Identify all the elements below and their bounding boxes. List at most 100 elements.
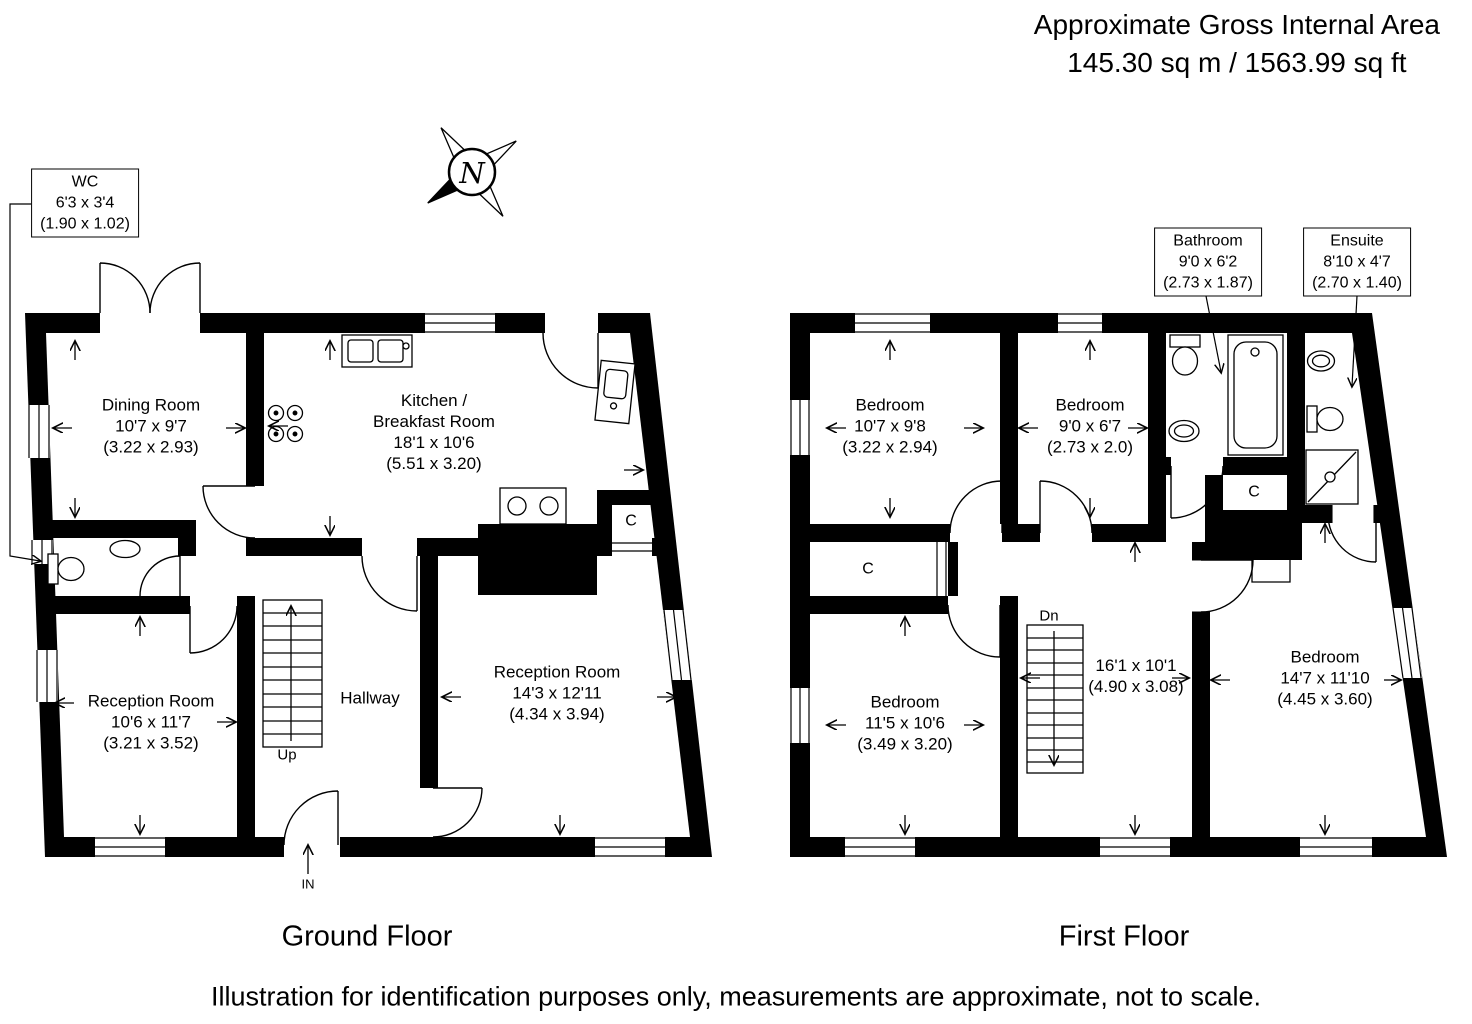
bathroom-imperial: 9'0 x 6'2 — [1178, 253, 1238, 271]
bathtub — [1227, 334, 1284, 456]
ground-fixtures — [47, 334, 636, 585]
window-bedroom-tm-top — [1058, 313, 1102, 333]
wc-name: WC — [71, 173, 99, 191]
ensuite-metric: (2.70 x 1.40) — [1312, 274, 1402, 292]
ground-doors — [99, 262, 652, 846]
reception-left-door — [189, 605, 238, 654]
hob-burners — [267, 404, 304, 443]
first-stairs — [1026, 624, 1084, 774]
closet-label-ground: C — [625, 512, 637, 530]
ground-internal-walls — [40, 333, 670, 837]
ground-outer-walls — [25, 313, 712, 857]
ground-floor-plan — [9, 203, 712, 874]
bedroom-tm-door — [1039, 480, 1093, 534]
wc-toilet — [47, 553, 85, 585]
area-value: 145.30 sq m / 1563.99 sq ft — [1067, 47, 1407, 78]
window-first-right-slant — [1392, 607, 1422, 679]
bathroom-name: Bathroom — [1173, 232, 1243, 250]
bedroom-bl-door — [947, 604, 1001, 658]
window-reception-left — [36, 650, 58, 702]
reception-right-door — [432, 787, 483, 838]
window-right-slant — [663, 609, 692, 681]
closet-label-left: C — [862, 560, 874, 578]
first-floor-title: First Floor — [1058, 920, 1190, 953]
room-label-reception-right: Reception Room 14'3 x 12'11 (4.34 x 3.94… — [493, 662, 621, 724]
french-door-right — [149, 262, 201, 314]
french-door-opening — [100, 313, 200, 333]
compass-rose: N — [427, 127, 517, 217]
compass-north-label: N — [458, 156, 486, 190]
gross-internal-area: Approximate Gross Internal Area 145.30 s… — [1034, 6, 1440, 82]
fireplace-recess — [1251, 560, 1291, 583]
room-label-bedroom-tl: Bedroom 10'7 x 9'8 (3.22 x 2.94) — [842, 395, 938, 457]
bathroom-metric: (2.73 x 1.87) — [1163, 274, 1253, 292]
window-bedroom-tl-left — [790, 400, 810, 455]
first-doors — [936, 465, 1377, 658]
ensuite-toilet — [1306, 405, 1344, 433]
bedroom-tl-door — [949, 480, 1003, 534]
bathroom-door — [1170, 465, 1224, 519]
room-label-bedroom-r: Bedroom 14'7 x 11'10 (4.45 x 3.60) — [1277, 647, 1373, 709]
bathroom-callout: Bathroom 9'0 x 6'2 (2.73 x 1.87) — [1154, 227, 1262, 297]
closet-left-door — [936, 542, 947, 596]
stairs-down-label: Dn — [1039, 607, 1059, 625]
ground-floor-title: Ground Floor — [281, 920, 453, 953]
bathroom-basin — [1168, 419, 1200, 443]
area-title: Approximate Gross Internal Area — [1033, 9, 1440, 40]
wc-door — [139, 555, 181, 597]
wc-metric: (1.90 x 1.02) — [40, 215, 130, 233]
wc-basin — [109, 539, 141, 559]
disclaimer-text: Illustration for identification purposes… — [210, 981, 1262, 1012]
room-label-bedroom-tm: Bedroom 9'0 x 6'7 (2.73 x 2.0) — [1047, 395, 1133, 457]
kitchen-sink-unit — [341, 334, 413, 368]
window-bottom-left — [95, 837, 165, 857]
ensuite-shower — [1305, 449, 1359, 505]
kitchen-door — [361, 555, 418, 612]
window-landing-bottom — [1100, 837, 1170, 857]
window-bedroom-tl-top — [855, 313, 930, 333]
first-floor-plan — [790, 295, 1447, 857]
cooker-in-chimney — [499, 487, 567, 525]
chimney-breast — [478, 524, 597, 595]
ensuite-imperial: 8'10 x 4'7 — [1323, 253, 1391, 271]
room-label-landing: 16'1 x 10'1 (4.90 x 3.08) — [1088, 656, 1184, 696]
stairs-up-label: Up — [277, 746, 297, 764]
first-windows — [790, 313, 1422, 857]
wc-imperial: 6'3 x 3'4 — [55, 194, 115, 212]
window-kitchen-top — [425, 313, 495, 333]
wc-callout-leader — [9, 203, 40, 561]
closet-label-bathroom: C — [1248, 483, 1260, 501]
ensuite-name: Ensuite — [1330, 232, 1384, 250]
first-fixtures — [1168, 334, 1359, 505]
first-internal-walls — [810, 333, 1390, 837]
front-door-opening — [284, 837, 340, 857]
chimney-breast-first — [1238, 510, 1302, 560]
room-label-dining: Dining Room 10'7 x 9'7 (3.22 x 2.93) — [101, 395, 201, 457]
ensuite-basin — [1306, 350, 1336, 372]
first-measure-arrows — [828, 342, 1400, 833]
room-label-hallway: Hallway — [340, 688, 400, 708]
front-door — [283, 790, 339, 846]
bathroom-callout-leader — [1205, 295, 1221, 372]
window-bedroom-bl-left — [790, 688, 810, 743]
kitchen-side-door — [542, 332, 599, 389]
ground-stairs — [262, 599, 323, 748]
closet-door-ground — [612, 542, 652, 552]
bathroom-toilet — [1169, 334, 1201, 376]
dining-door — [202, 485, 256, 539]
entrance-label: IN — [301, 876, 315, 892]
window-bottom-right — [595, 837, 665, 857]
ground-measure-arrows — [54, 342, 675, 874]
kitchen-sink-right — [594, 359, 636, 425]
room-label-reception-left: Reception Room 10'6 x 11'7 (3.21 x 3.52) — [87, 691, 215, 753]
room-label-kitchen: Kitchen / Breakfast Room 18'1 x 10'6 (5.… — [373, 391, 495, 473]
wc-callout: WC 6'3 x 3'4 (1.90 x 1.02) — [31, 168, 139, 238]
window-dining-left — [28, 405, 50, 458]
window-bedroom-bl-bottom — [845, 837, 915, 857]
kitchen-side-door-opening — [545, 313, 598, 333]
ground-windows — [28, 313, 692, 857]
french-door-left — [99, 262, 151, 314]
ensuite-callout: Ensuite 8'10 x 4'7 (2.70 x 1.40) — [1303, 227, 1411, 297]
